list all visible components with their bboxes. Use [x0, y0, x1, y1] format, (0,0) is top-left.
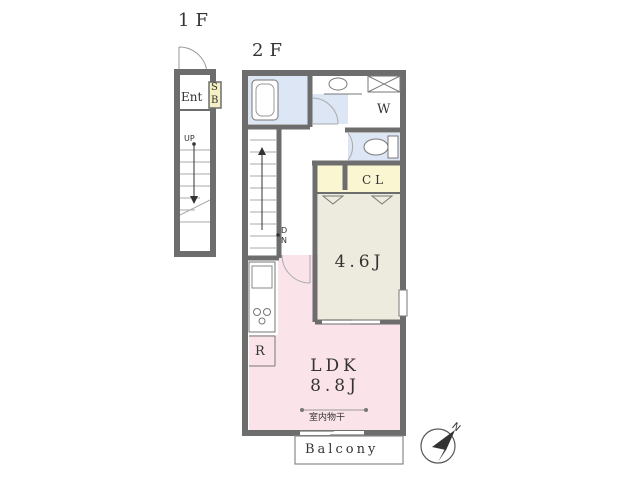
closet-floor — [316, 165, 401, 193]
washroom-door-swing — [311, 97, 339, 125]
first-floor-stair-start-dot — [192, 142, 196, 146]
balcony-label: Balcony — [305, 442, 379, 457]
stove-burner-3 — [258, 317, 266, 325]
compass-icon — [420, 428, 456, 464]
first-floor-walls — [174, 69, 216, 257]
stair-up-label: UP — [184, 134, 195, 143]
closet-door-mark-right — [370, 195, 394, 205]
stove-burner-1 — [253, 308, 261, 316]
second-floor-stair-dot — [276, 233, 280, 237]
washer-label: W — [377, 102, 391, 117]
shoe-box-label-s: S — [211, 82, 218, 93]
second-floor-block — [242, 70, 408, 436]
second-floor-stair-arrow-head — [258, 147, 266, 155]
shoe-box-label-b: B — [211, 95, 219, 106]
western-door-swing — [281, 254, 311, 284]
second-floor-stair-treads — [250, 139, 276, 249]
bathtub — [251, 79, 279, 121]
shoe-box — [208, 81, 222, 109]
refrigerator-label: R — [255, 344, 265, 359]
kitchen-counter — [248, 261, 276, 333]
toilet-tank — [387, 135, 399, 159]
first-floor-stair-arrow-head — [190, 196, 198, 204]
indoor-drying-label: 室内物干 — [309, 413, 346, 423]
stair-down-label-d: D — [281, 226, 288, 235]
stair-down-label-n: N — [281, 236, 287, 245]
toilet-bowl — [363, 138, 389, 156]
floor-label-1f: 1F — [178, 10, 214, 31]
western-room-label: 4.6J — [334, 252, 385, 272]
floor-label-2f: 2F — [252, 40, 288, 61]
ldk-floor-left — [249, 335, 285, 430]
side-window — [398, 289, 408, 317]
closet-label: CL — [362, 173, 388, 187]
closet-door-mark-left — [321, 195, 345, 205]
balcony-outline — [294, 435, 404, 465]
wash-basin — [328, 77, 348, 91]
first-floor-stair-treads — [179, 149, 211, 223]
drying-rod-end-right — [364, 408, 368, 412]
entrance-door-swing — [178, 46, 208, 73]
entrance-label: Ent — [181, 90, 203, 104]
drying-rod-end-left — [300, 408, 304, 412]
ldk-size-label: 8.8J — [310, 376, 360, 396]
stove-burner-2 — [263, 308, 271, 316]
first-floor-block — [174, 46, 222, 257]
toilet-door-swing — [347, 132, 354, 161]
kitchen-sink — [251, 265, 273, 289]
western-room-floor — [318, 193, 401, 320]
ldk-label: LDK — [310, 356, 360, 376]
